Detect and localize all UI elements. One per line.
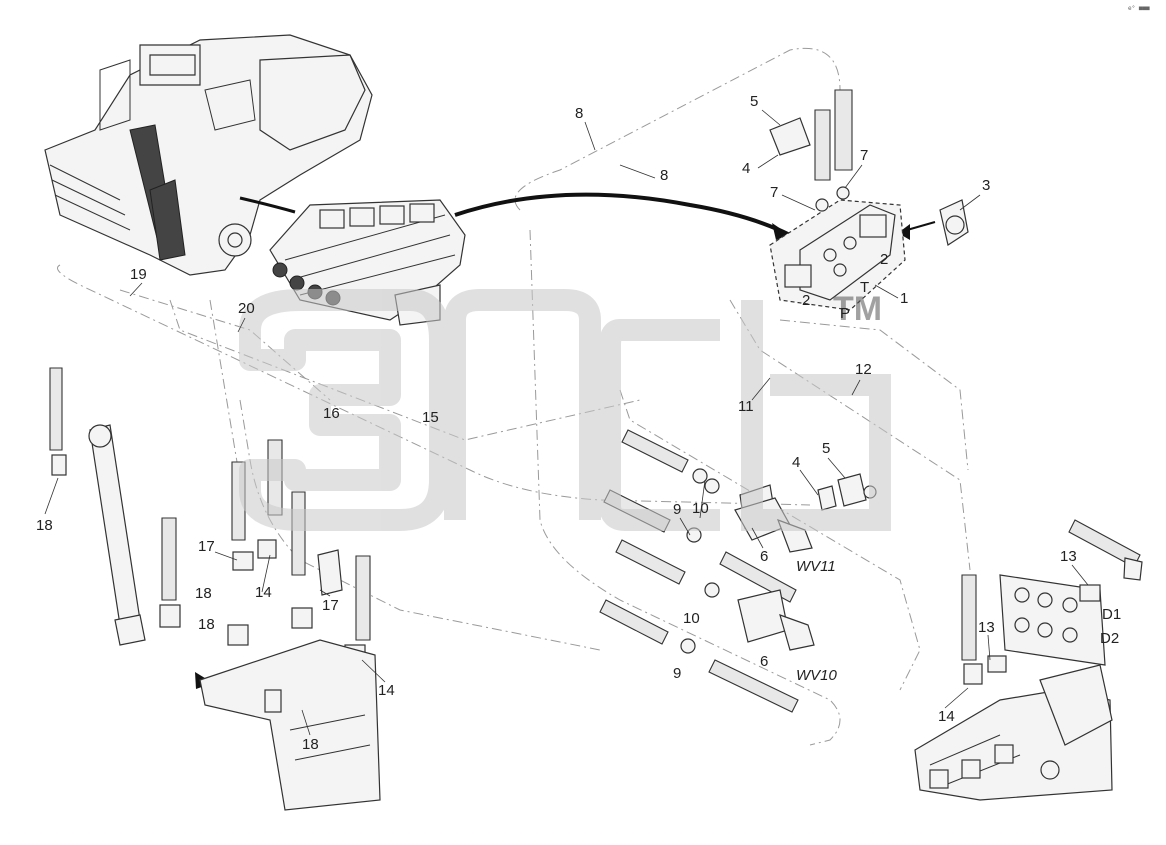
label-5: 5 (822, 440, 830, 457)
leader-lines (44, 109, 1089, 736)
label-10: 10 (692, 500, 709, 517)
machine-illustration (44, 34, 373, 276)
label-14: 14 (378, 682, 395, 699)
label-17: 17 (198, 538, 215, 555)
label-19: 19 (130, 266, 147, 283)
label-T: T (860, 279, 869, 296)
label-8: 8 (660, 167, 668, 184)
label-18: 18 (302, 736, 319, 753)
label-4: 4 (792, 454, 800, 471)
label-7: 7 (860, 147, 868, 164)
label-8: 8 (575, 105, 583, 122)
label-D1: D1 (1102, 606, 1121, 623)
watermark-tm: TM (833, 290, 882, 328)
label-10: 10 (683, 610, 700, 627)
corner-mark: e° ■■■ (1128, 5, 1150, 12)
label-13: 13 (1060, 548, 1077, 565)
label-D2: D2 (1100, 630, 1119, 647)
label-6: 6 (760, 548, 768, 565)
valve-label-wv10: WV10 (796, 667, 838, 684)
label-7: 7 (770, 184, 778, 201)
label-5: 5 (750, 93, 758, 110)
label-2: 2 (802, 292, 810, 309)
label-6: 6 (760, 653, 768, 670)
label-18: 18 (195, 585, 212, 602)
label-9: 9 (673, 665, 681, 682)
label-11: 11 (738, 398, 754, 415)
label-12: 12 (855, 361, 872, 378)
label-18: 18 (36, 517, 53, 534)
label-1: 1 (900, 290, 908, 307)
right-motor-and-hoses (914, 519, 1143, 801)
label-14: 14 (938, 708, 955, 725)
label-15: 15 (422, 409, 439, 426)
part-labels: 8 8 5 4 7 7 3 2 2 T P 1 19 20 12 11 16 1… (36, 93, 1121, 753)
label-20: 20 (238, 300, 255, 317)
label-17: 17 (322, 597, 339, 614)
left-hoses-and-cylinder (49, 367, 381, 811)
label-13: 13 (978, 619, 995, 636)
label-3: 3 (982, 177, 990, 194)
label-4: 4 (742, 160, 750, 177)
label-18: 18 (198, 616, 215, 633)
label-14: 14 (255, 584, 272, 601)
valve-label-wv11: WV11 (796, 558, 836, 575)
watermark-logo: TM (239, 289, 891, 531)
label-P: P (840, 305, 850, 322)
label-16: 16 (323, 405, 340, 422)
label-9: 9 (673, 501, 681, 518)
label-2: 2 (880, 251, 888, 268)
directional-valve-block (769, 89, 969, 311)
